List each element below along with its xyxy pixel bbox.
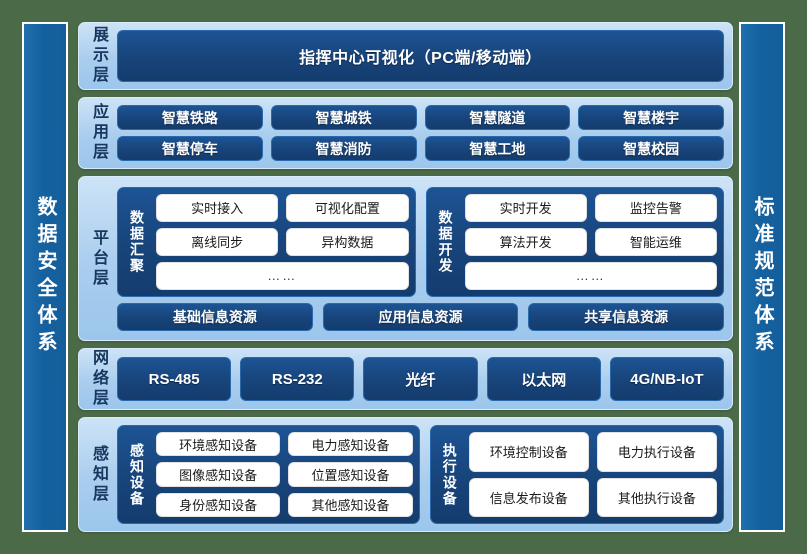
app-item-smart-campus[interactable]: 智慧校园 (578, 136, 724, 161)
feature-more-ellipsis-aggregation[interactable]: …… (156, 261, 409, 290)
layer-presentation-label: 展示层 (79, 23, 117, 89)
app-item-smart-parking[interactable]: 智慧停车 (117, 136, 263, 161)
layer-perception-label: 感知层 (79, 418, 117, 531)
pillar-standard-specification-system: 标准规范体系 (739, 22, 785, 532)
data-aggregation-row-1: 实时接入 可视化配置 (156, 193, 409, 222)
pillar-right-label: 标准规范体系 (751, 196, 773, 358)
platform-group-data-development: 数据开发 实时开发 监控告警 算法开发 智能运维 …… (425, 186, 724, 297)
resource-application-information[interactable]: 应用信息资源 (322, 302, 519, 331)
layer-application-body: 智慧铁路 智慧城铁 智慧隧道 智慧楼宇 智慧停车 智慧消防 智慧工地 智慧校园 (117, 98, 732, 168)
device-power-sensing[interactable]: 电力感知设备 (288, 432, 413, 457)
feature-algorithm-development[interactable]: 算法开发 (464, 227, 587, 256)
device-location-sensing[interactable]: 位置感知设备 (288, 462, 413, 487)
group-label-execution-devices-text: 执行设备 (441, 442, 458, 507)
execution-row-1: 环境控制设备 电力执行设备 (468, 432, 718, 472)
layer-perception: 感知层 感知设备 环境感知设备 电力感知设备 图像感知设备 (78, 417, 733, 532)
feature-monitoring-alarm[interactable]: 监控告警 (594, 193, 717, 222)
layer-perception-body: 感知设备 环境感知设备 电力感知设备 图像感知设备 位置感知设备 身份感知设备 (117, 418, 732, 531)
sensing-row-2: 图像感知设备 位置感知设备 (156, 462, 413, 487)
layer-platform: 平台层 数据汇聚 实时接入 可视化配置 离线同步 (78, 176, 733, 341)
platform-resource-row: 基础信息资源 应用信息资源 共享信息资源 (117, 302, 725, 331)
device-environment-sensing[interactable]: 环境感知设备 (156, 432, 281, 457)
layer-platform-label: 平台层 (79, 177, 117, 340)
layer-application-label-text: 应用层 (90, 103, 107, 163)
data-aggregation-row-2: 离线同步 异构数据 (156, 227, 409, 256)
network-item-rs485[interactable]: RS-485 (117, 357, 232, 401)
app-item-smart-tunnel[interactable]: 智慧隧道 (424, 105, 571, 130)
platform-group-data-aggregation: 数据汇聚 实时接入 可视化配置 离线同步 异构数据 …… (117, 186, 416, 297)
layer-presentation-body: 指挥中心可视化（PC端/移动端） (117, 23, 732, 89)
layer-presentation-label-text: 展示层 (90, 26, 107, 86)
group-label-data-aggregation-text: 数据汇聚 (129, 209, 145, 274)
layer-perception-label-text: 感知层 (90, 444, 107, 505)
feature-realtime-development[interactable]: 实时开发 (464, 193, 587, 222)
device-image-sensing[interactable]: 图像感知设备 (156, 462, 281, 487)
resource-basic-information[interactable]: 基础信息资源 (117, 302, 313, 331)
layer-network-body: RS-485 RS-232 光纤 以太网 4G/NB-IoT (117, 349, 732, 409)
device-power-execution[interactable]: 电力执行设备 (596, 432, 718, 472)
group-label-data-development-text: 数据开发 (437, 209, 454, 274)
network-item-ethernet[interactable]: 以太网 (486, 357, 601, 401)
group-label-data-aggregation: 数据汇聚 (124, 194, 150, 290)
feature-more-ellipsis-development[interactable]: …… (464, 261, 717, 290)
application-row-2: 智慧停车 智慧消防 智慧工地 智慧校园 (117, 136, 724, 161)
app-item-smart-urban-rail[interactable]: 智慧城铁 (270, 105, 417, 130)
perception-group-sensing-devices: 感知设备 环境感知设备 电力感知设备 图像感知设备 位置感知设备 身份感知设备 (117, 425, 420, 524)
pillar-data-security-system: 数据安全体系 (22, 22, 68, 532)
group-label-execution-devices: 执行设备 (437, 432, 463, 517)
group-grid-sensing-devices: 环境感知设备 电力感知设备 图像感知设备 位置感知设备 身份感知设备 其他感知设… (156, 432, 413, 517)
layer-application: 应用层 智慧铁路 智慧城铁 智慧隧道 智慧楼宇 智慧停车 智慧消防 智慧工地 智… (78, 97, 733, 169)
device-other-sensing[interactable]: 其他感知设备 (288, 492, 413, 517)
app-item-smart-construction-site[interactable]: 智慧工地 (424, 136, 571, 161)
group-label-sensing-devices: 感知设备 (124, 432, 150, 517)
platform-groups: 数据汇聚 实时接入 可视化配置 离线同步 异构数据 …… (117, 186, 724, 297)
layer-platform-body: 数据汇聚 实时接入 可视化配置 离线同步 异构数据 …… (117, 177, 732, 340)
app-item-smart-firefighting[interactable]: 智慧消防 (270, 136, 417, 161)
network-item-4g-nbiot[interactable]: 4G/NB-IoT (609, 357, 725, 401)
pillar-left-label: 数据安全体系 (34, 196, 56, 358)
network-item-rs232[interactable]: RS-232 (240, 357, 355, 401)
data-development-row-2: 算法开发 智能运维 (464, 227, 717, 256)
layer-presentation: 展示层 指挥中心可视化（PC端/移动端） (78, 22, 733, 90)
feature-intelligent-operations[interactable]: 智能运维 (594, 227, 717, 256)
command-center-visualization-box[interactable]: 指挥中心可视化（PC端/移动端） (117, 30, 724, 82)
sensing-row-3: 身份感知设备 其他感知设备 (156, 492, 413, 517)
app-item-smart-railway[interactable]: 智慧铁路 (117, 105, 263, 130)
feature-offline-sync[interactable]: 离线同步 (156, 227, 279, 256)
data-development-row-3: …… (464, 261, 717, 290)
group-grid-data-aggregation: 实时接入 可视化配置 离线同步 异构数据 …… (156, 193, 409, 290)
device-identity-sensing[interactable]: 身份感知设备 (156, 492, 281, 517)
application-row-1: 智慧铁路 智慧城铁 智慧隧道 智慧楼宇 (117, 105, 724, 130)
feature-visual-configuration[interactable]: 可视化配置 (286, 193, 409, 222)
network-items-row: RS-485 RS-232 光纤 以太网 4G/NB-IoT (117, 357, 725, 401)
layer-network: 网络层 RS-485 RS-232 光纤 以太网 4G/NB-IoT (78, 348, 733, 410)
layer-network-label-text: 网络层 (90, 349, 107, 409)
resource-shared-information[interactable]: 共享信息资源 (528, 302, 725, 331)
feature-realtime-access[interactable]: 实时接入 (156, 193, 279, 222)
network-item-fiber-optic[interactable]: 光纤 (363, 357, 478, 401)
device-other-execution[interactable]: 其他执行设备 (596, 477, 718, 517)
app-item-smart-building[interactable]: 智慧楼宇 (578, 105, 724, 130)
group-label-data-development: 数据开发 (433, 194, 459, 290)
group-grid-execution-devices: 环境控制设备 电力执行设备 信息发布设备 其他执行设备 (468, 432, 718, 517)
perception-groups: 感知设备 环境感知设备 电力感知设备 图像感知设备 位置感知设备 身份感知设备 (117, 425, 724, 524)
sensing-row-1: 环境感知设备 电力感知设备 (156, 432, 413, 457)
layer-platform-label-text: 平台层 (90, 228, 107, 289)
group-label-sensing-devices-text: 感知设备 (129, 442, 145, 507)
data-aggregation-row-3: …… (156, 261, 409, 290)
execution-row-2: 信息发布设备 其他执行设备 (468, 477, 718, 517)
layer-application-label: 应用层 (79, 98, 117, 168)
perception-group-execution-devices: 执行设备 环境控制设备 电力执行设备 信息发布设备 其他执行设备 (429, 425, 724, 524)
feature-heterogeneous-data[interactable]: 异构数据 (286, 227, 409, 256)
device-information-release[interactable]: 信息发布设备 (468, 477, 589, 517)
data-development-row-1: 实时开发 监控告警 (464, 193, 717, 222)
group-grid-data-development: 实时开发 监控告警 算法开发 智能运维 …… (464, 193, 717, 290)
layer-network-label: 网络层 (79, 349, 117, 409)
device-environment-control[interactable]: 环境控制设备 (468, 432, 589, 472)
